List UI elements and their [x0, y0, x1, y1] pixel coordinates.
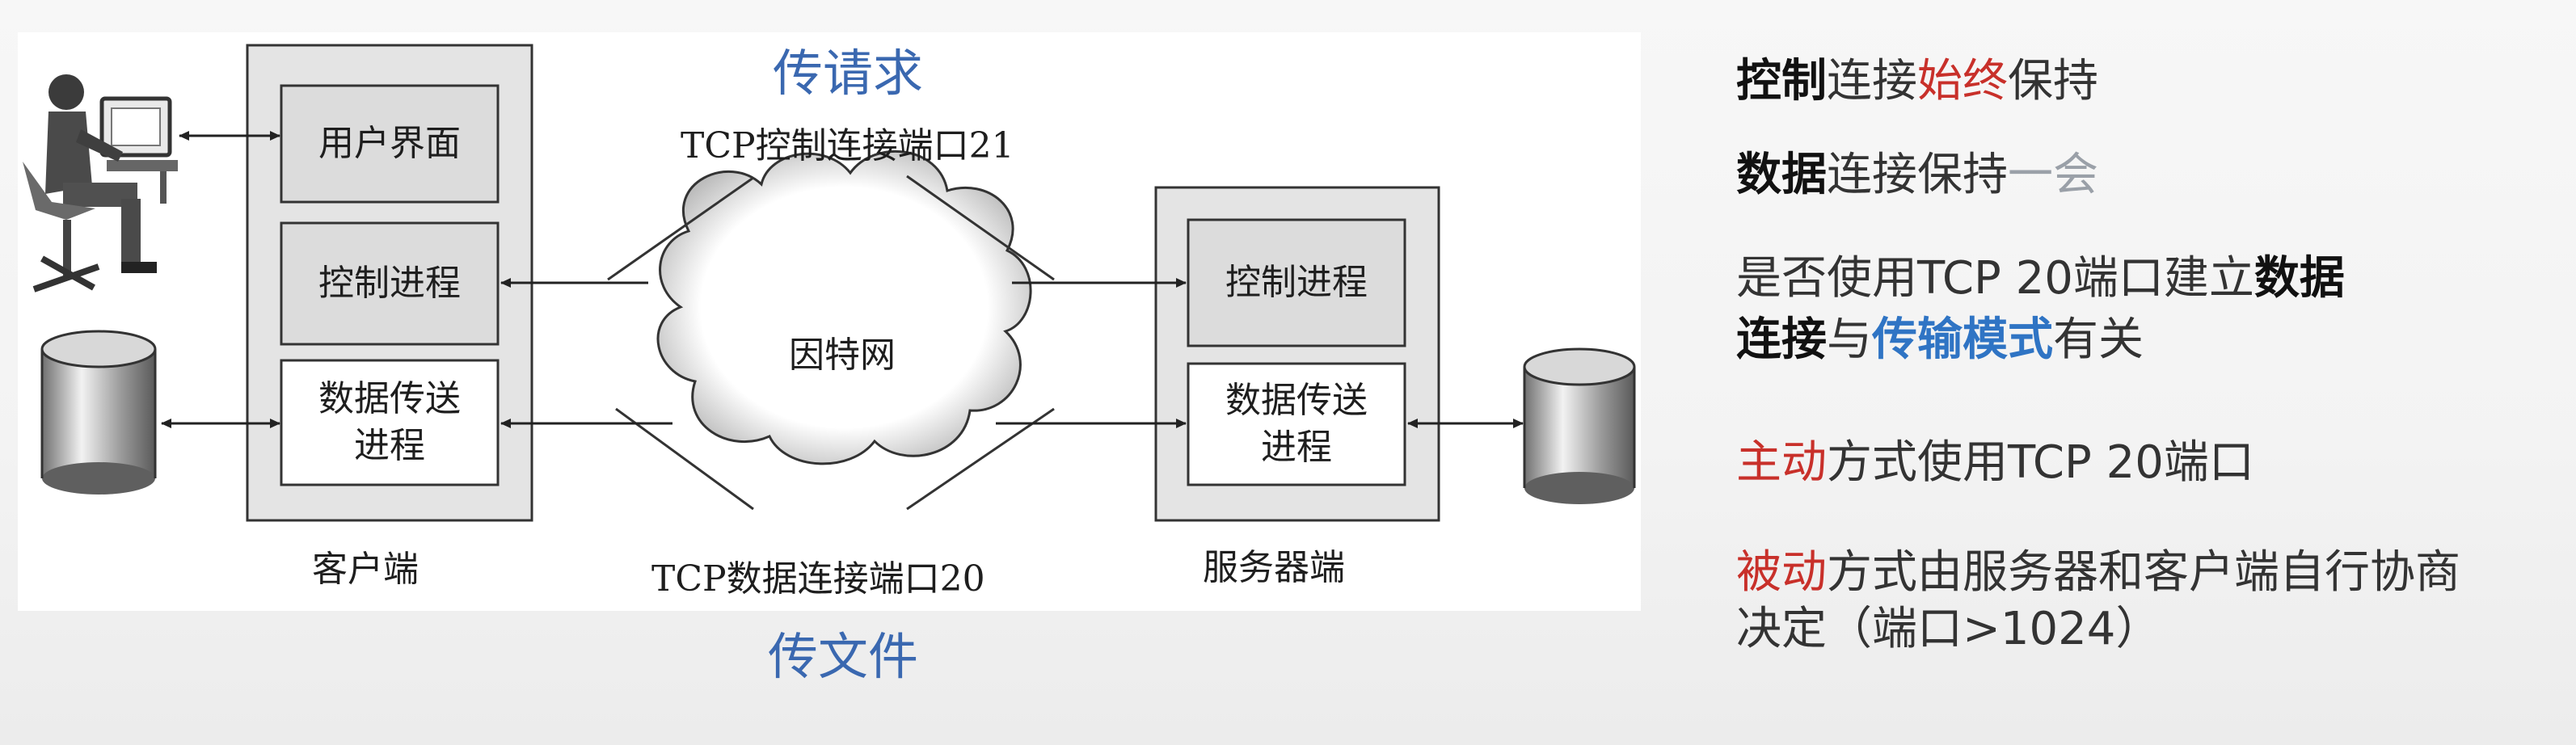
client-storage-icon: [40, 330, 157, 495]
note-port20-line1: 是否使用TCP 20端口建立数据: [1736, 252, 2345, 305]
handwritten-file-annotation: 传文件: [768, 627, 919, 686]
server-data-label-line2: 进程: [1261, 427, 1332, 468]
client-control-box: [280, 221, 500, 346]
server-storage-icon: [1523, 347, 1636, 504]
note5-a: 被动: [1736, 546, 1827, 599]
note-data-connection: 数据连接保持一会: [1736, 149, 2098, 202]
server-data-box: [1187, 362, 1406, 486]
note5-c: 决定（端口>1024）: [1736, 603, 2161, 655]
diagram-graphics: [23, 44, 1636, 522]
note1-b: 连接: [1827, 55, 1917, 107]
client-data-label-line1: 数据传送: [318, 378, 461, 419]
server-control-label: 控制进程: [1225, 262, 1368, 303]
client-data-label-line2: 进程: [354, 425, 425, 466]
note3-c: 连接: [1736, 314, 1827, 366]
note1-a: 控制: [1736, 55, 1827, 107]
server-control-box: [1187, 218, 1406, 347]
user-computer-icon: [23, 74, 178, 293]
note2-c: 一会: [2008, 149, 2098, 201]
note1-c: 始终: [1917, 55, 2008, 107]
client-caption: 客户端: [312, 549, 419, 590]
control-connection-label: TCP控制连接端口21: [681, 125, 1014, 166]
note1-d: 保持: [2008, 55, 2098, 107]
note2-b: 连接保持: [1827, 149, 2008, 201]
client-data-box: [280, 359, 500, 486]
client-ui-label: 用户界面: [318, 123, 461, 164]
client-ui-box: [280, 84, 500, 204]
note-active-mode: 主动方式使用TCP 20端口: [1736, 436, 2254, 490]
internet-cloud: [656, 149, 1032, 465]
client-control-label: 控制进程: [318, 263, 461, 304]
note-passive-mode-line1: 被动方式由服务器和客户端自行协商: [1736, 546, 2460, 600]
handwritten-request-annotation: 传请求: [773, 44, 924, 103]
note-control-connection: 控制连接始终保持: [1736, 55, 2098, 108]
note4-a: 主动: [1736, 436, 1827, 489]
data-connection-label: TCP数据连接端口20: [651, 558, 985, 600]
note5-b: 方式由服务器和客户端自行协商: [1827, 546, 2460, 599]
server-data-label: 数据传送 进程: [1188, 364, 1405, 485]
note3-b: 数据: [2253, 252, 2345, 305]
note4-b: 方式使用TCP 20端口: [1827, 436, 2254, 489]
internet-label: 因特网: [789, 335, 896, 376]
server-data-label-line1: 数据传送: [1225, 380, 1368, 421]
arrows: [161, 131, 1524, 428]
note3-e: 传输模式: [1872, 314, 2053, 366]
ftp-diagram: 用户界面 控制进程 数据传送 进程 控制进程 数据传送 进程 因特网 TCP控制…: [18, 32, 1641, 611]
note3-f: 有关: [2053, 314, 2144, 366]
connection-lines: [607, 175, 1055, 511]
note-port20-line2: 连接与传输模式有关: [1736, 314, 2144, 367]
note3-d: 与: [1827, 314, 1872, 366]
note3-a: 是否使用TCP 20端口建立: [1736, 252, 2254, 305]
client-data-label: 数据传送 进程: [281, 360, 498, 485]
note-passive-mode-line2: 决定（端口>1024）: [1736, 603, 2161, 656]
note2-a: 数据: [1736, 149, 1827, 201]
server-caption: 服务器端: [1203, 547, 1345, 588]
